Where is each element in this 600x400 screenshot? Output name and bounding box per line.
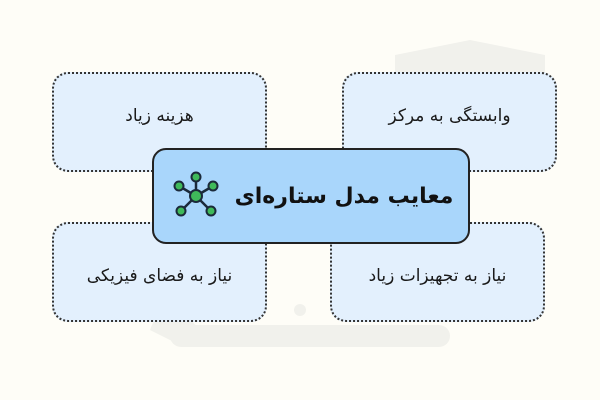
central-topic: معایب مدل ستاره‌ای (152, 148, 470, 244)
box-label: نیاز به فضای فیزیکی (86, 266, 233, 286)
box-label: نیاز به تجهیزات زیاد (368, 266, 507, 286)
box-label: هزینه زیاد (125, 106, 194, 126)
central-title: معایب مدل ستاره‌ای (234, 183, 454, 209)
star-topology-icon (173, 171, 219, 217)
box-label: وابستگی به مرکز (388, 106, 511, 126)
